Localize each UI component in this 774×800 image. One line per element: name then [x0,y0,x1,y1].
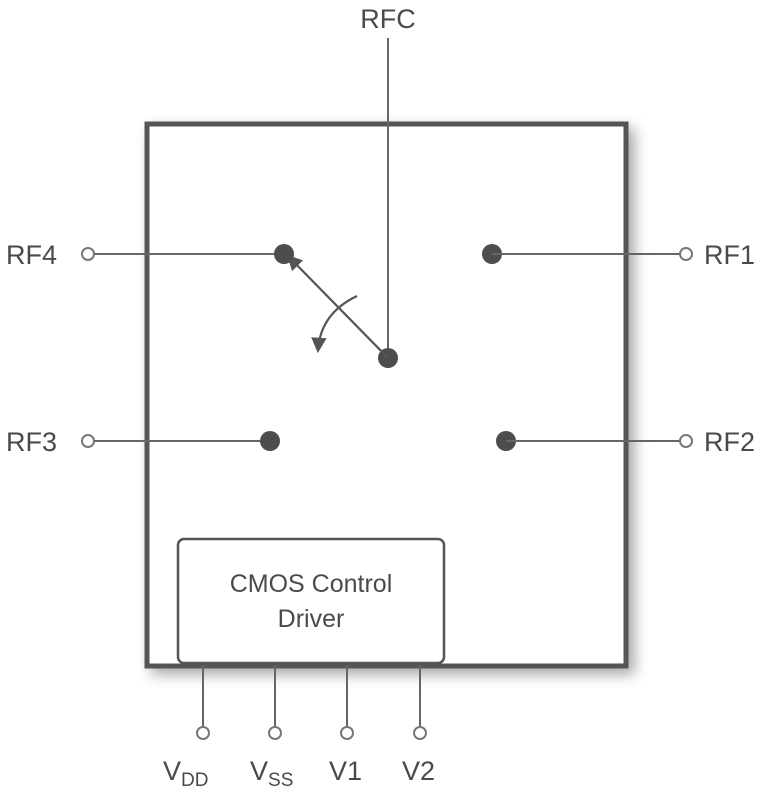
rf3-contact [260,431,280,451]
rotation-arrow [311,295,358,354]
rfc-label: RFC [360,4,416,34]
vdd-label: VDD [163,756,208,791]
rf4-terminal [81,247,95,261]
rf1-terminal [679,247,693,261]
rf1-label: RF1 [704,240,755,270]
v2-terminal [413,726,427,740]
v1-label: V1 [329,756,362,786]
v2-label: V2 [402,756,435,786]
vdd-terminal [196,726,210,740]
v1-terminal [340,726,354,740]
rf3-label: RF3 [6,427,57,457]
rf4-label: RF4 [6,240,57,270]
rf3-terminal [81,434,95,448]
vss-terminal [268,726,282,740]
rf2-terminal [679,434,693,448]
cmos-driver-line2: Driver [278,605,345,633]
cmos-driver-block [176,537,446,665]
vss-label: VSS [250,756,293,791]
cmos-driver-line1: CMOS Control [230,570,393,598]
rf2-label: RF2 [704,427,755,457]
rf4-contact [274,244,294,264]
